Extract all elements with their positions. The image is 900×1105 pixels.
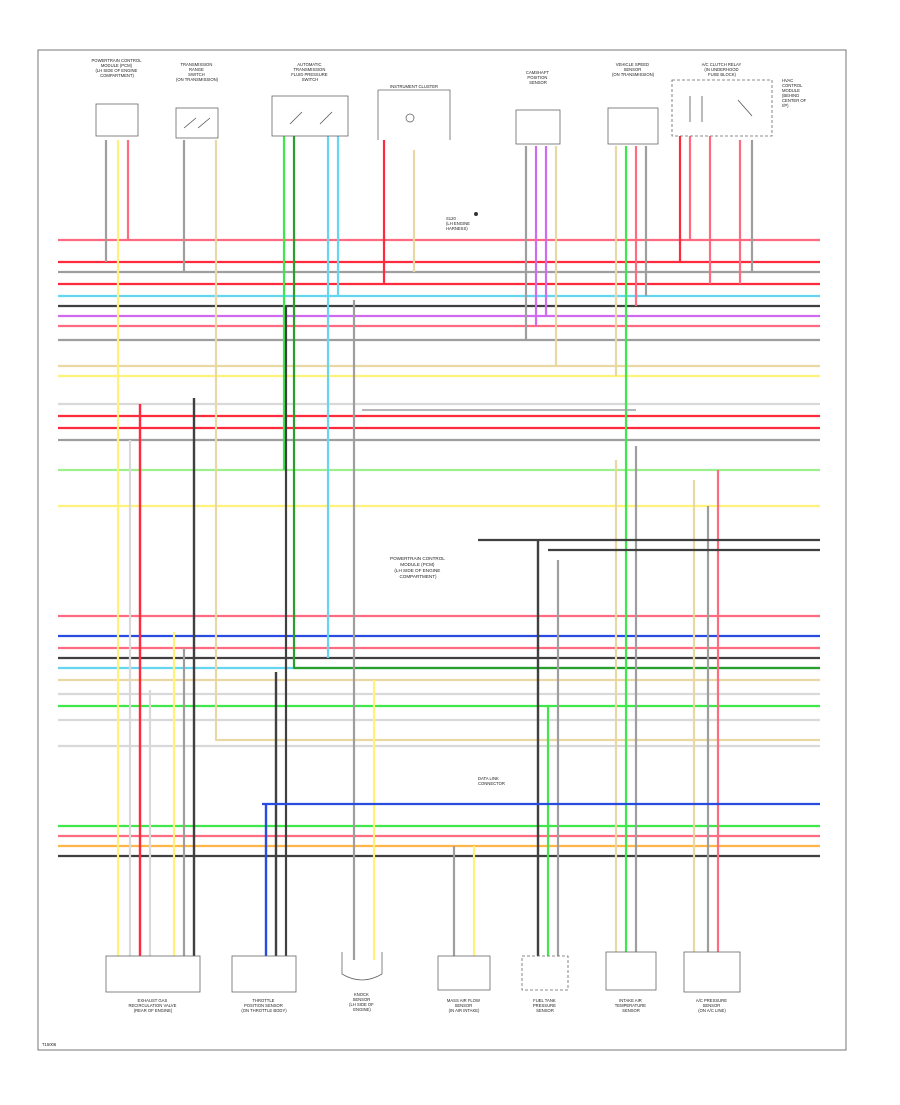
component-box-top-6 xyxy=(607,107,659,145)
component-box-bot-3 xyxy=(341,952,383,981)
component-box-top-3 xyxy=(271,95,349,137)
component-box-bot-4 xyxy=(437,955,491,991)
component-label-bot-3: KNOCK SENSOR (LH SIDE OF ENGINE) xyxy=(349,992,375,1012)
component-label-bot-1: EXHAUST GAS RECIRCULATION VALVE (REAR OF… xyxy=(128,998,177,1013)
component-box-top-1 xyxy=(95,103,139,137)
wires-layer xyxy=(58,136,820,960)
switch-symbol xyxy=(289,111,333,125)
indicator-lamp-icon xyxy=(405,113,415,123)
wire-tan xyxy=(214,140,820,742)
component-label-bot-7: A/C PRESSURE SENSOR (ON A/C LINE) xyxy=(696,998,728,1013)
component-label-bot-2: THROTTLE POSITION SENSOR (ON THROTTLE BO… xyxy=(241,998,287,1013)
component-box-bot-5 xyxy=(521,955,569,991)
component-label-top-7: A/C CLUTCH RELAY (IN UNDERHOOD FUSE BLOC… xyxy=(702,62,743,77)
component-box-bot-1 xyxy=(105,955,201,993)
footer-code: T15006 xyxy=(42,1042,57,1047)
splice-note-text: S120 (LH ENGINE HARNESS) xyxy=(446,216,471,231)
component-label-top-4: INSTRUMENT CLUSTER xyxy=(390,84,438,89)
bottom-components: EXHAUST GAS RECIRCULATION VALVE (REAR OF… xyxy=(105,951,741,1013)
right-side-note: HVAC CONTROL MODULE (BEHIND CENTER OF I/… xyxy=(782,78,807,108)
component-label-bot-4: MASS AIR FLOW SENSOR (IN AIR INTAKE) xyxy=(447,998,481,1013)
relay-coil-symbol xyxy=(689,96,753,122)
component-box-bot-7 xyxy=(683,951,741,993)
component-box-top-2 xyxy=(175,107,219,139)
component-box-bot-2 xyxy=(231,955,297,993)
top-components: POWERTRAIN CONTROL MODULE (PCM) (LH SIDE… xyxy=(92,58,807,145)
data-link-note: DATA LINK CONNECTOR xyxy=(478,776,505,786)
pcm-center-label: POWERTRAIN CONTROL MODULE (PCM) (LH SIDE… xyxy=(390,556,446,579)
component-box-top-5 xyxy=(515,109,561,145)
component-label-top-3: AUTOMATIC TRANSMISSION FLUID PRESSURE SW… xyxy=(291,62,328,82)
component-label-bot-6: INTAKE AIR TEMPERATURE SENSOR xyxy=(615,998,648,1013)
component-box-top-7 xyxy=(671,79,773,137)
diagram-border xyxy=(37,49,847,1051)
component-box-bot-6 xyxy=(605,951,657,991)
component-label-top-1: POWERTRAIN CONTROL MODULE (PCM) (LH SIDE… xyxy=(92,58,143,78)
component-box-top-4 xyxy=(377,89,451,140)
wire-darkgreen xyxy=(292,136,820,670)
splice-note: S120 (LH ENGINE HARNESS) xyxy=(446,212,478,231)
component-label-top-6: VEHICLE SPEED SENSOR (ON TRANSMISSION) xyxy=(612,62,655,77)
component-label-bot-5: FUEL TANK PRESSURE SENSOR xyxy=(533,998,557,1013)
component-label-top-2: TRANSMISSION RANGE SWITCH (ON TRANSMISSI… xyxy=(176,62,219,82)
component-label-top-5: CAMSHAFT POSITION SENSOR xyxy=(526,70,550,85)
switch-symbol xyxy=(183,117,211,129)
splice-dot xyxy=(474,212,478,216)
